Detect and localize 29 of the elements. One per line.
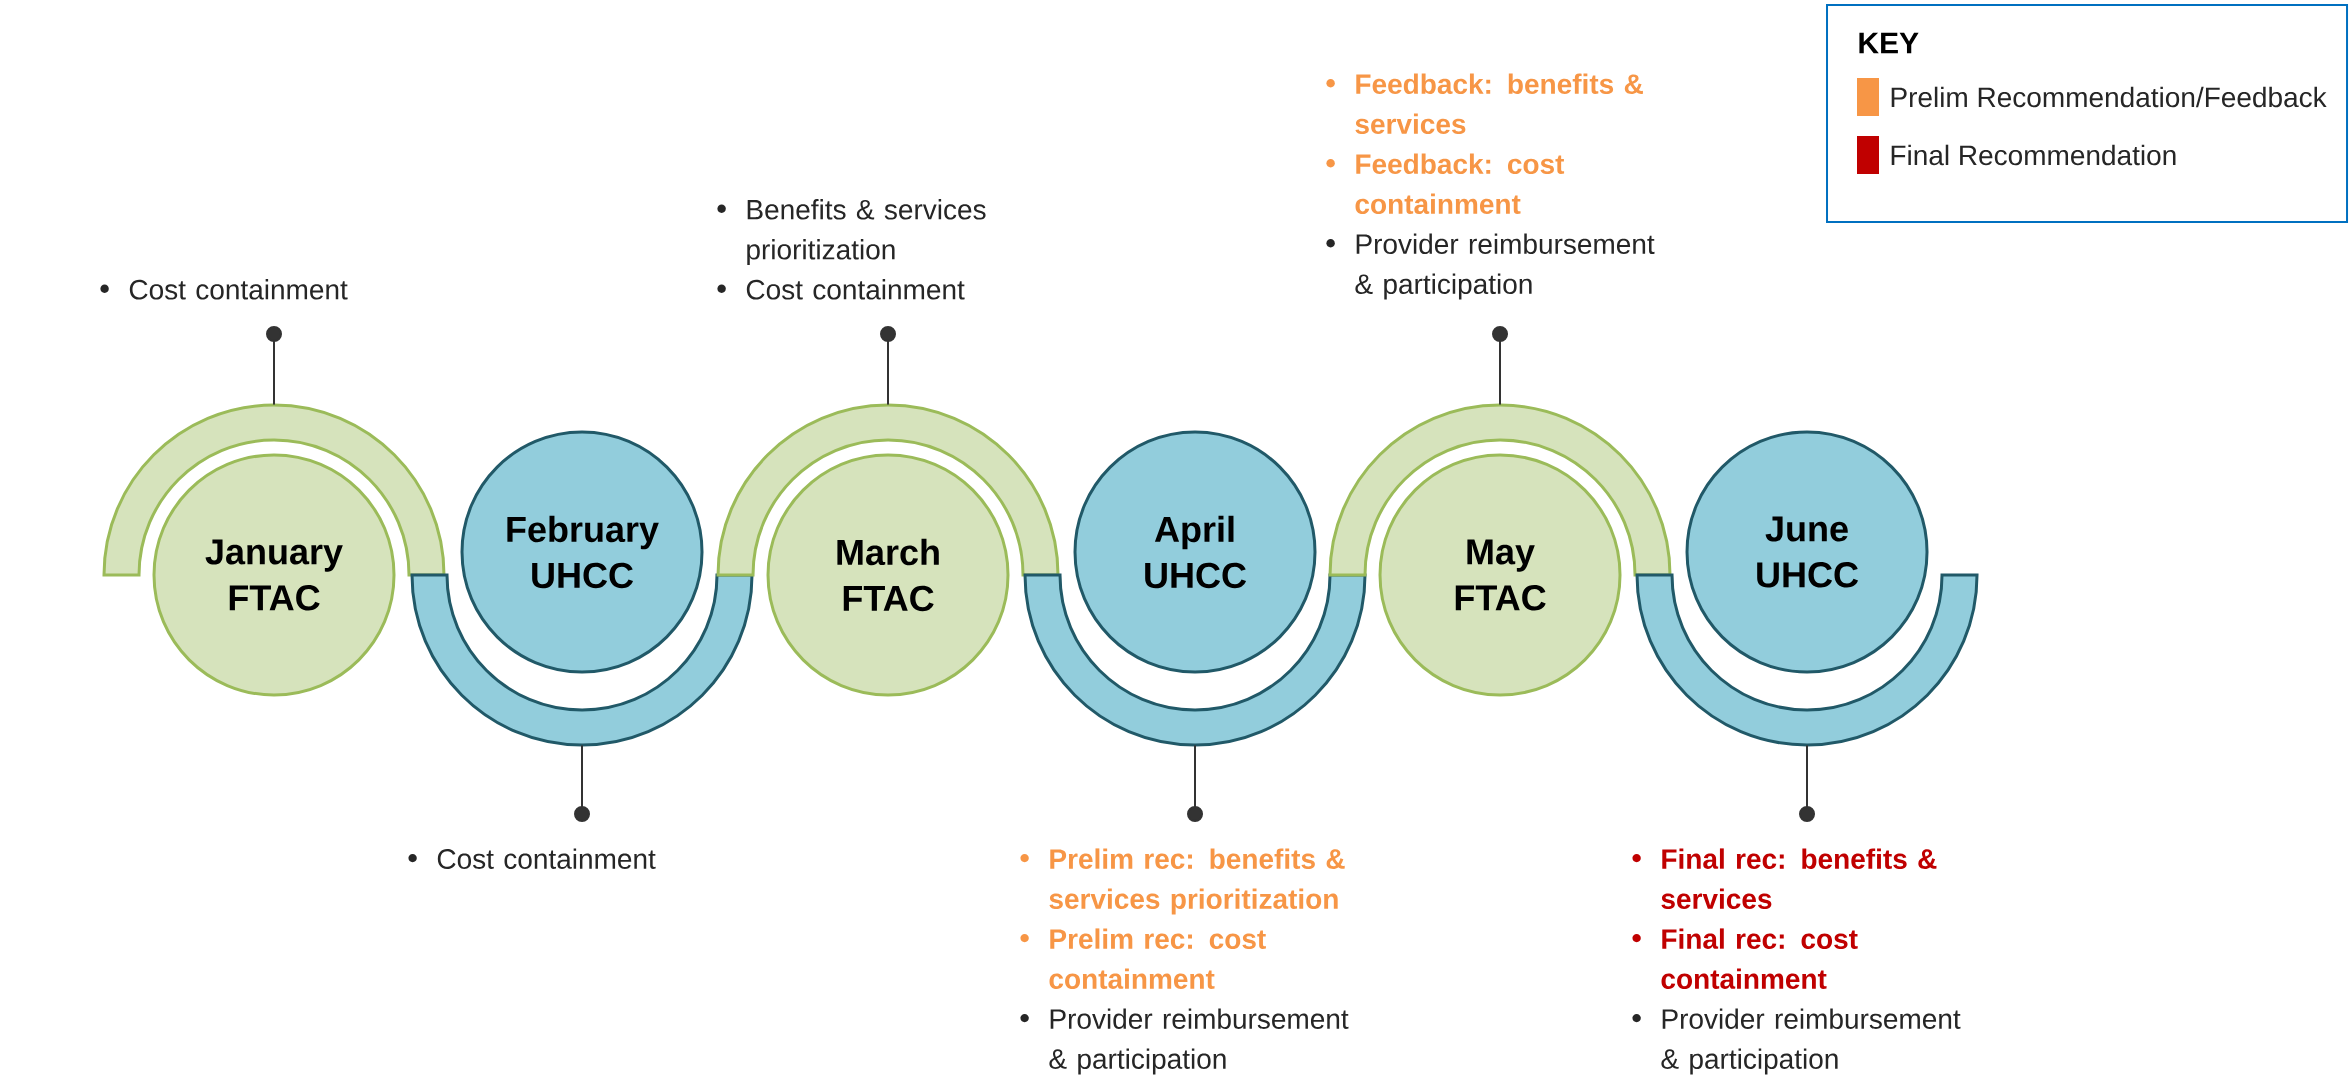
- connector-line: [1187, 744, 1203, 822]
- connector-line: [574, 744, 590, 822]
- connector-line: [1492, 326, 1508, 406]
- connector-line: [1799, 744, 1815, 822]
- bullet-list: [717, 199, 986, 300]
- bullet-item: Cost containment: [408, 848, 656, 869]
- bullet-list: [1020, 848, 1349, 1075]
- bullet-item: Final rec: cost containment: [1632, 928, 1858, 989]
- bullet-item: Prelim rec: cost containment: [1020, 928, 1266, 989]
- legend-text: Final Recommendation: [1891, 144, 2176, 166]
- arc-band: [716, 403, 1060, 577]
- arc-band: [1328, 403, 1672, 577]
- bullet-item: Cost containment: [100, 279, 348, 300]
- bullet-item: Final rec: benefits & services: [1632, 848, 1937, 909]
- legend-text: Prelim Recommendation/Feedback: [1891, 86, 2327, 108]
- bullet-item: Cost containment: [717, 279, 965, 300]
- bullet-item: Feedback: cost containment: [1326, 153, 1565, 215]
- bullet-item: Provider reimbursement & participation: [1632, 1008, 1961, 1075]
- bullet-item: Provider reimbursement & participation: [1326, 233, 1655, 300]
- bullet-list: [1632, 848, 1961, 1075]
- bullet-item: Feedback: benefits & services: [1326, 73, 1643, 135]
- bullet-list: [1326, 73, 1655, 300]
- connector-line: [266, 326, 282, 406]
- arc-band: [102, 403, 446, 577]
- bullet-item: Provider reimbursement & participation: [1020, 1008, 1349, 1075]
- connector-line: [880, 326, 896, 406]
- bullet-item: Prelim rec: benefits & services prioritization: [1020, 848, 1345, 915]
- bullet-item: Benefits & services prioritization: [717, 199, 986, 266]
- key-heading: KEY: [1859, 32, 1919, 54]
